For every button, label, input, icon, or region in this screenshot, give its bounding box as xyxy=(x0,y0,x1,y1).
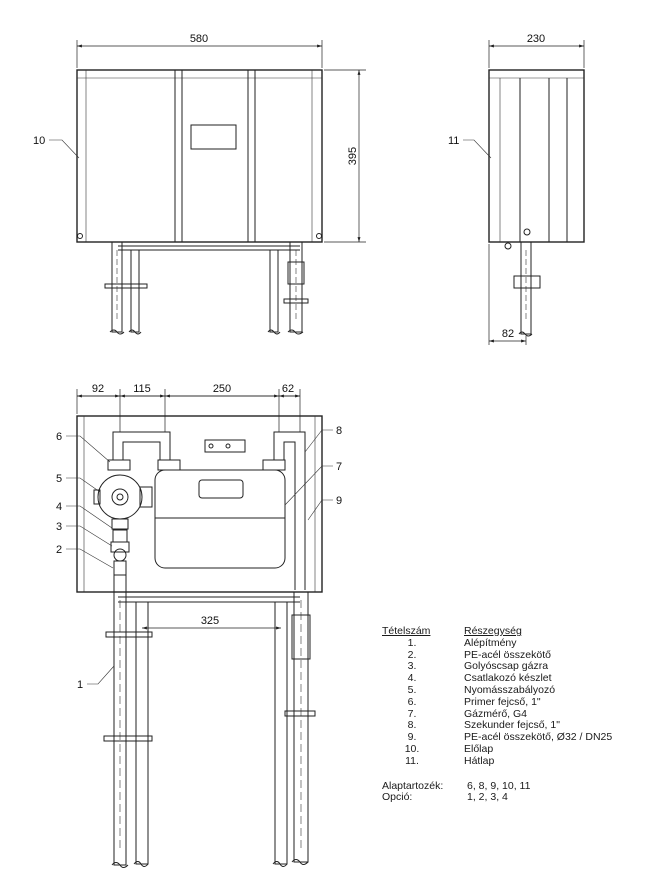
callout-8: 8 xyxy=(304,425,342,453)
legend-item-number: 4. xyxy=(407,672,417,685)
legend-item-number: 10. xyxy=(404,742,420,755)
front-housing xyxy=(76,69,323,243)
svg-text:10: 10 xyxy=(33,135,45,147)
legend-row: 3. Golyóscsap gázra xyxy=(382,661,644,673)
callout-7: 7 xyxy=(284,461,342,506)
legend-item-description: Gázmérő, G4 xyxy=(464,707,528,720)
legend-row: 6. Primer fejcső, 1" xyxy=(382,695,644,709)
front-view xyxy=(76,69,323,335)
dim-92: 92 xyxy=(92,383,104,395)
front-dimensions: 580 395 xyxy=(76,33,366,243)
dim-250: 250 xyxy=(213,383,231,395)
legend-row: 4. Csatlakozó készlet xyxy=(382,672,644,685)
side-dimensions: 230 82 xyxy=(488,33,585,345)
legend-item-number: 11. xyxy=(405,754,419,767)
callout-10: 10 xyxy=(33,135,80,159)
legend-item-number: 6. xyxy=(407,695,417,708)
svg-text:7: 7 xyxy=(336,461,342,473)
legend-row: 1. Alépítmény xyxy=(382,636,644,650)
legend-row: 7. Gázmérő, G4 xyxy=(382,707,644,721)
legend-item-number: 5. xyxy=(407,683,417,696)
callout-5: 5 xyxy=(56,473,101,493)
legend-header: Tételszám Részegység xyxy=(382,625,644,638)
legend-header-number: Tételszám xyxy=(382,625,431,637)
parts-legend: Tételszám Részegység 1. Alépítmény 2. PE-ac… xyxy=(382,625,644,805)
legend-row: 5. Nyomásszabályozó xyxy=(382,683,644,697)
legend-item-description: Hátlap xyxy=(464,754,495,767)
legend-row: 2. PE-acél összekötő xyxy=(382,648,644,662)
section-callouts: 6 5 4 3 2 1 8 7 9 xyxy=(56,425,342,691)
side-housing xyxy=(488,69,585,243)
callout-2: 2 xyxy=(56,544,114,569)
svg-text:3: 3 xyxy=(56,521,62,533)
svg-text:11: 11 xyxy=(448,135,459,147)
meter-display xyxy=(198,479,244,499)
legend-row: 11. Hátlap xyxy=(382,754,644,768)
svg-text:2: 2 xyxy=(56,544,62,556)
svg-text:9: 9 xyxy=(336,495,342,507)
dim-325: 325 xyxy=(201,615,219,627)
dim-62: 62 xyxy=(282,383,294,395)
dim-580: 580 xyxy=(190,33,208,45)
callout-11: 11 xyxy=(448,135,492,159)
legend-item-description: PE-acél összekötő, Ø32 / DN25 xyxy=(464,731,613,744)
legend-item-description: Alépítmény xyxy=(464,636,517,649)
legend-item-description: Primer fejcső, 1" xyxy=(464,695,541,708)
dim-230: 230 xyxy=(527,33,545,45)
dim-395: 395 xyxy=(347,147,359,165)
legend-item-number: 7. xyxy=(407,707,417,720)
ball-valve xyxy=(110,541,130,553)
svg-text:5: 5 xyxy=(56,473,62,485)
legend-item-description: Csatlakozó készlet xyxy=(464,672,552,685)
legend-item-number: 3. xyxy=(407,660,417,673)
section-view xyxy=(76,415,323,868)
callout-3: 3 xyxy=(56,521,113,547)
callout-6: 6 xyxy=(56,431,111,463)
legend-item-description: Előlap xyxy=(464,742,494,755)
svg-text:6: 6 xyxy=(56,431,62,443)
front-pipe-right xyxy=(289,241,303,333)
legend-row: 9. PE-acél összekötő, Ø32 / DN25 xyxy=(382,731,644,744)
legend-item-description: Szekunder fejcső, 1" xyxy=(464,719,560,732)
pressure-regulator xyxy=(97,474,143,520)
section-dimensions: 92 115 250 62 325 xyxy=(76,383,301,630)
legend-footer: Alaptartozék: 6, 8, 9, 10, 11 Opció: 1, 2,… xyxy=(382,779,644,805)
legend-rows: 1. Alépítmény 2. PE-acél összekötő 3. Golyósc… xyxy=(382,636,644,768)
callout-4: 4 xyxy=(56,501,113,529)
legend-header-part: Részegység xyxy=(464,625,522,637)
front-window xyxy=(190,124,237,150)
svg-text:1: 1 xyxy=(77,679,83,691)
legend-item-number: 1. xyxy=(407,636,417,649)
legend-item-description: Golyóscsap gázra xyxy=(464,660,549,673)
base-accessories-value: 6, 8, 9, 10, 11 xyxy=(467,779,531,792)
legend-item-number: 2. xyxy=(407,648,417,661)
gas-meter xyxy=(154,469,286,569)
callout-1: 1 xyxy=(77,665,115,691)
side-view xyxy=(488,69,585,337)
legend-item-description: Nyomásszabályozó xyxy=(464,683,556,696)
legend-item-description: PE-acél összekötő xyxy=(464,648,551,661)
dim-82: 82 xyxy=(502,328,514,340)
option-label: Opció: xyxy=(382,791,413,804)
svg-text:4: 4 xyxy=(56,501,62,513)
callout-9: 9 xyxy=(307,495,342,521)
option-value: 1, 2, 3, 4 xyxy=(467,791,508,804)
dim-115: 115 xyxy=(133,383,151,395)
legend-item-number: 9. xyxy=(407,731,417,744)
legend-item-number: 8. xyxy=(407,719,417,732)
base-accessories-label: Alaptartozék: xyxy=(382,779,444,792)
section-pipe-right xyxy=(293,591,309,863)
legend-row: 10. Előlap xyxy=(382,742,644,756)
legend-row: 8. Szekunder fejcső, 1" xyxy=(382,720,644,732)
svg-text:8: 8 xyxy=(336,425,342,437)
